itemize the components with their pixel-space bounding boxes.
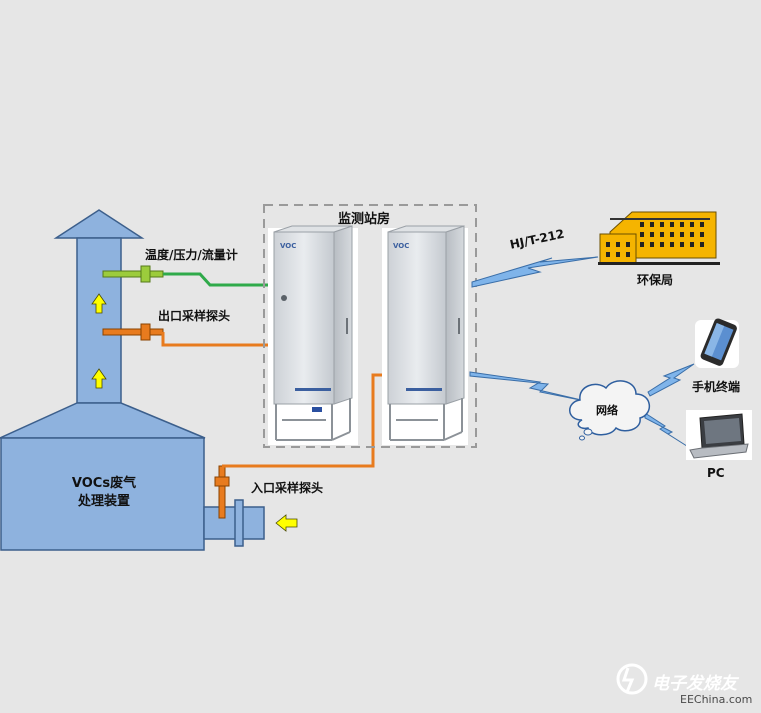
analyzer-cabinet-2: VOC: [382, 225, 468, 445]
watermark-logo: [616, 663, 648, 695]
laptop-icon: [686, 410, 752, 460]
device-label-line1: VOCs废气: [71, 476, 137, 491]
analyzer-cabinet-1: VOC: [268, 225, 358, 445]
up-arrow-icon: [91, 368, 107, 389]
smartphone-icon: [695, 318, 739, 368]
stack-shoulder: [0, 402, 206, 439]
watermark-text: 电子发烧友: [652, 674, 737, 694]
signal-line: [163, 272, 275, 287]
wireless-link-mobile: [647, 363, 695, 397]
stack-cap: [53, 209, 145, 239]
cabinet-brand-text: VOC: [280, 242, 296, 250]
treatment-device-body: [0, 437, 205, 551]
left-arrow-icon: [275, 514, 298, 532]
exhaust-stack: [0, 209, 206, 551]
watermark-site: EEChina.com: [680, 693, 753, 706]
cabinet-brand-text: VOC: [393, 242, 409, 250]
outlet-sampling-probe: [102, 323, 275, 347]
inlet-flange: [234, 499, 244, 547]
env-bureau-label: 环保局: [637, 273, 674, 287]
outlet-probe-label: 出口采样探头: [158, 309, 231, 323]
building-icon: [598, 211, 720, 265]
inlet-probe-label: 入口采样探头: [251, 481, 324, 495]
station-label: 监测站房: [338, 212, 391, 227]
sensor-label: 温度/压力/流量计: [145, 248, 238, 262]
cloud-icon: [569, 380, 650, 441]
treatment-device-label: VOCs废气 处理装置: [40, 475, 168, 511]
inlet-sample-line: [222, 373, 384, 468]
inlet-sampling-probe: [214, 373, 384, 519]
wireless-link-pc: [644, 412, 691, 449]
device-label-line2: 处理装置: [77, 494, 130, 509]
temp-pressure-flow-sensor: [102, 265, 275, 287]
network-label: 网络: [596, 404, 618, 417]
outlet-sample-line: [161, 332, 275, 347]
monitoring-station-box: [263, 204, 477, 448]
inlet-pipe: [203, 506, 265, 540]
pc-label: PC: [707, 466, 725, 480]
inlet-duct: [203, 499, 298, 547]
wireless-link-network: [469, 371, 591, 403]
up-arrow-icon: [91, 293, 107, 314]
wireless-link-bureau: [471, 256, 599, 288]
mobile-label: 手机终端: [692, 380, 741, 394]
